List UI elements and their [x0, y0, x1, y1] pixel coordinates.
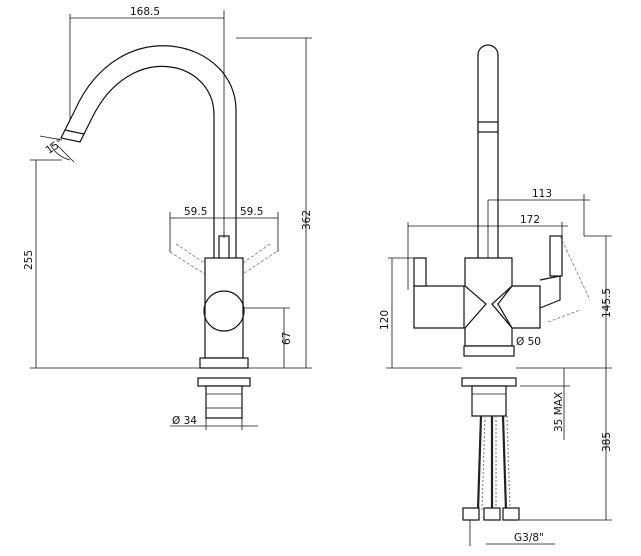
- hose-1: [476, 415, 483, 511]
- dim-spout-angle: 15°: [44, 136, 66, 157]
- dim-side-handle-height: 145.5: [601, 288, 613, 318]
- dim-shank-diameter: Ø 34: [172, 415, 197, 427]
- front-base: [199, 357, 249, 369]
- hose-3: [501, 415, 508, 511]
- dim-body-diameter: Ø 50: [516, 336, 541, 348]
- spout-outer: [64, 45, 237, 260]
- spout-inner: [83, 66, 215, 260]
- front-shank: [205, 385, 243, 419]
- front-cartridge-circle: [203, 290, 245, 332]
- front-body: [204, 257, 244, 359]
- side-left-lever: [413, 257, 427, 287]
- dim-side-reach: 113: [532, 188, 552, 200]
- spout-nozzle: [60, 129, 85, 143]
- dim-total-height: 362: [301, 210, 313, 230]
- dim-handle-right: 59.5: [240, 206, 263, 218]
- side-view: 113 172 120 145.5 Ø 50 35 MAX 385 G3/8": [379, 44, 613, 546]
- side-spout: [477, 44, 499, 260]
- dim-base-to-handle: 67: [281, 332, 293, 345]
- dim-handle-left: 59.5: [184, 206, 207, 218]
- dim-side-width: 172: [520, 214, 540, 226]
- dim-body-height: 120: [379, 310, 391, 330]
- side-body-left: [413, 285, 465, 329]
- side-shank: [471, 385, 507, 417]
- angle-arc: [49, 143, 71, 161]
- front-view: 168.5 362 255 59.5 59.5 67 15° Ø 34: [23, 6, 313, 430]
- dim-hose-thread: G3/8": [514, 532, 544, 544]
- dim-mount-thickness: 35 MAX: [553, 392, 565, 432]
- dim-spout-reach: 168.5: [130, 6, 160, 18]
- dim-spout-height: 255: [23, 250, 35, 270]
- dim-hose-length: 385: [601, 432, 613, 452]
- side-right-lever: [549, 235, 563, 277]
